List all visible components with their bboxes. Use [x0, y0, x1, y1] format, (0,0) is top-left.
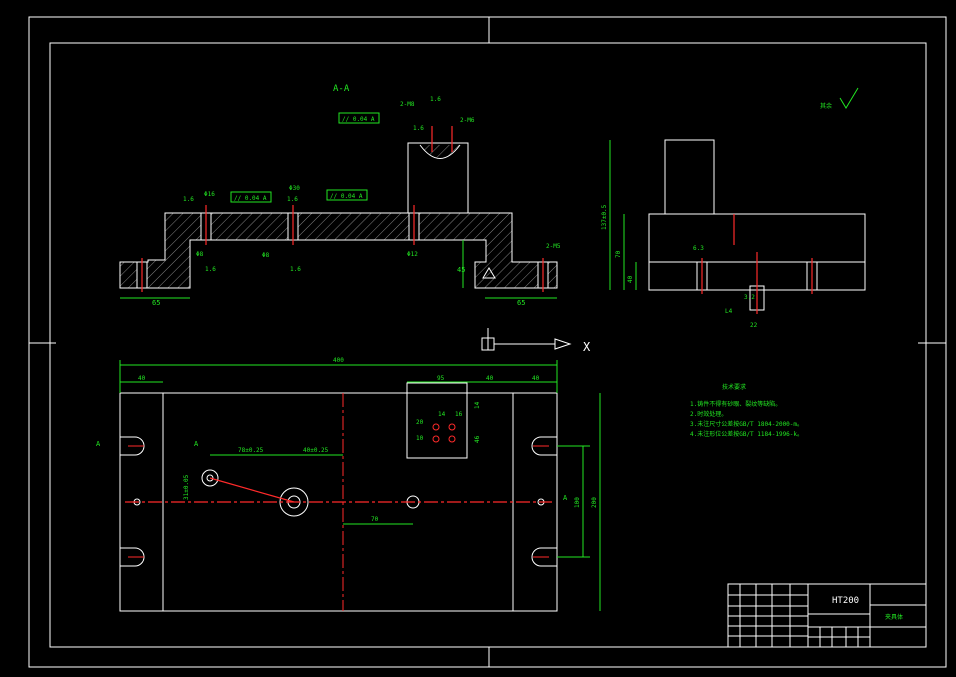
roughness-8: 3.2 [744, 294, 755, 301]
section-view-aa: A-A 65 65 45 Φ16 Φ30 [119, 84, 561, 307]
dim-overall-400: 400 [333, 357, 344, 364]
tech-heading: 技术要求 [722, 383, 746, 391]
dim-side-h40: 40 [627, 275, 634, 283]
label-phi30: Φ30 [289, 185, 300, 192]
dim-40-25: 40±0.25 [303, 447, 329, 454]
tech-item-3: 3.未注尺寸公差按GB/T 1804-2000-m。 [690, 420, 803, 428]
dim-left-40: 40 [138, 375, 146, 382]
tech-requirements: 技术要求 1.铸件不得有砂眼、裂纹等缺陷。 2.时效处理。 3.未注尺寸公差按G… [690, 383, 803, 438]
tech-item-2: 2.时效处理。 [690, 410, 727, 418]
axis-x-label: X [583, 340, 591, 354]
section-label: A-A [333, 84, 350, 94]
plan-view: 400 40 95 40 40 14 16 20 10 14 46 78±0.2… [96, 357, 601, 612]
roughness-2: 1.6 [287, 196, 298, 203]
tech-item-1: 1.铸件不得有砂眼、裂纹等缺陷。 [690, 400, 781, 408]
dim-right-40b: 40 [532, 375, 540, 382]
dim-side-w22: 22 [750, 322, 758, 329]
tol-parallel-1: // 0.04 A [342, 116, 375, 123]
dim-100: 100 [574, 497, 581, 508]
dim-200: 200 [591, 497, 598, 508]
boss-cavity [419, 144, 461, 159]
rest-roughness: 其余 [820, 102, 832, 110]
dim-31: 31±0.05 [183, 474, 190, 500]
side-view: 137±0.5 70 40 22 L4 6.3 3.2 其余 [601, 87, 866, 329]
tol-parallel-3: // 0.04 A [330, 193, 363, 200]
material-label: HT200 [832, 596, 859, 606]
plan-outline [119, 392, 558, 612]
dim-sec-right65: 65 [517, 299, 525, 307]
label-phi12: Φ12 [407, 251, 418, 258]
outer-border [28, 16, 947, 668]
axis-marker: X [481, 328, 591, 354]
dim-46: 46 [474, 435, 481, 443]
label-phi8b: Φ8 [262, 252, 270, 259]
dim-20: 20 [416, 419, 424, 426]
slot-right-top [531, 436, 557, 456]
tol-parallel-2: // 0.04 A [234, 195, 267, 202]
plan-boss [406, 382, 468, 459]
label-phi16: Φ16 [204, 191, 215, 198]
dim-16: 16 [455, 411, 463, 418]
roughness-3: 1.6 [430, 96, 441, 103]
label-l4: L4 [725, 308, 733, 315]
roughness-1: 1.6 [183, 196, 194, 203]
slot-right-bottom [531, 547, 557, 567]
dim-sec-left65: 65 [152, 299, 160, 307]
roughness-6: 1.6 [290, 266, 301, 273]
section-body [119, 212, 558, 289]
view-a-center: A [194, 440, 199, 448]
dim-side-h137: 137±0.5 [601, 204, 608, 230]
dim-70: 70 [371, 516, 379, 523]
label-2m5: 2-M5 [546, 243, 561, 250]
title-name: 夹具体 [885, 613, 903, 621]
drawing-frame [49, 42, 927, 648]
hole-78 [201, 469, 219, 487]
dim-right-40a: 40 [486, 375, 494, 382]
tech-item-4: 4.未注形位公差按GB/T 1184-1996-k。 [690, 430, 803, 438]
dim-10: 10 [416, 435, 424, 442]
label-2m8: 2-M8 [400, 101, 415, 108]
dim-14: 14 [438, 411, 446, 418]
label-phi8: Φ8 [196, 251, 204, 258]
label-2m6: 2-M6 [460, 117, 475, 124]
view-a-left: A [96, 440, 101, 448]
view-a-right: A [563, 494, 568, 502]
roughness-5: 1.6 [205, 266, 216, 273]
dim-sec-h45: 45 [457, 266, 465, 274]
roughness-7: 6.3 [693, 245, 704, 252]
roughness-4: 1.6 [413, 125, 424, 132]
dim-78: 78±0.25 [238, 447, 264, 454]
dim-side-h70: 70 [615, 250, 622, 258]
side-boss [664, 139, 715, 215]
title-block: HT200 夹具体 [727, 583, 927, 648]
dim-95: 95 [437, 375, 445, 382]
dim-14v: 14 [474, 401, 481, 409]
